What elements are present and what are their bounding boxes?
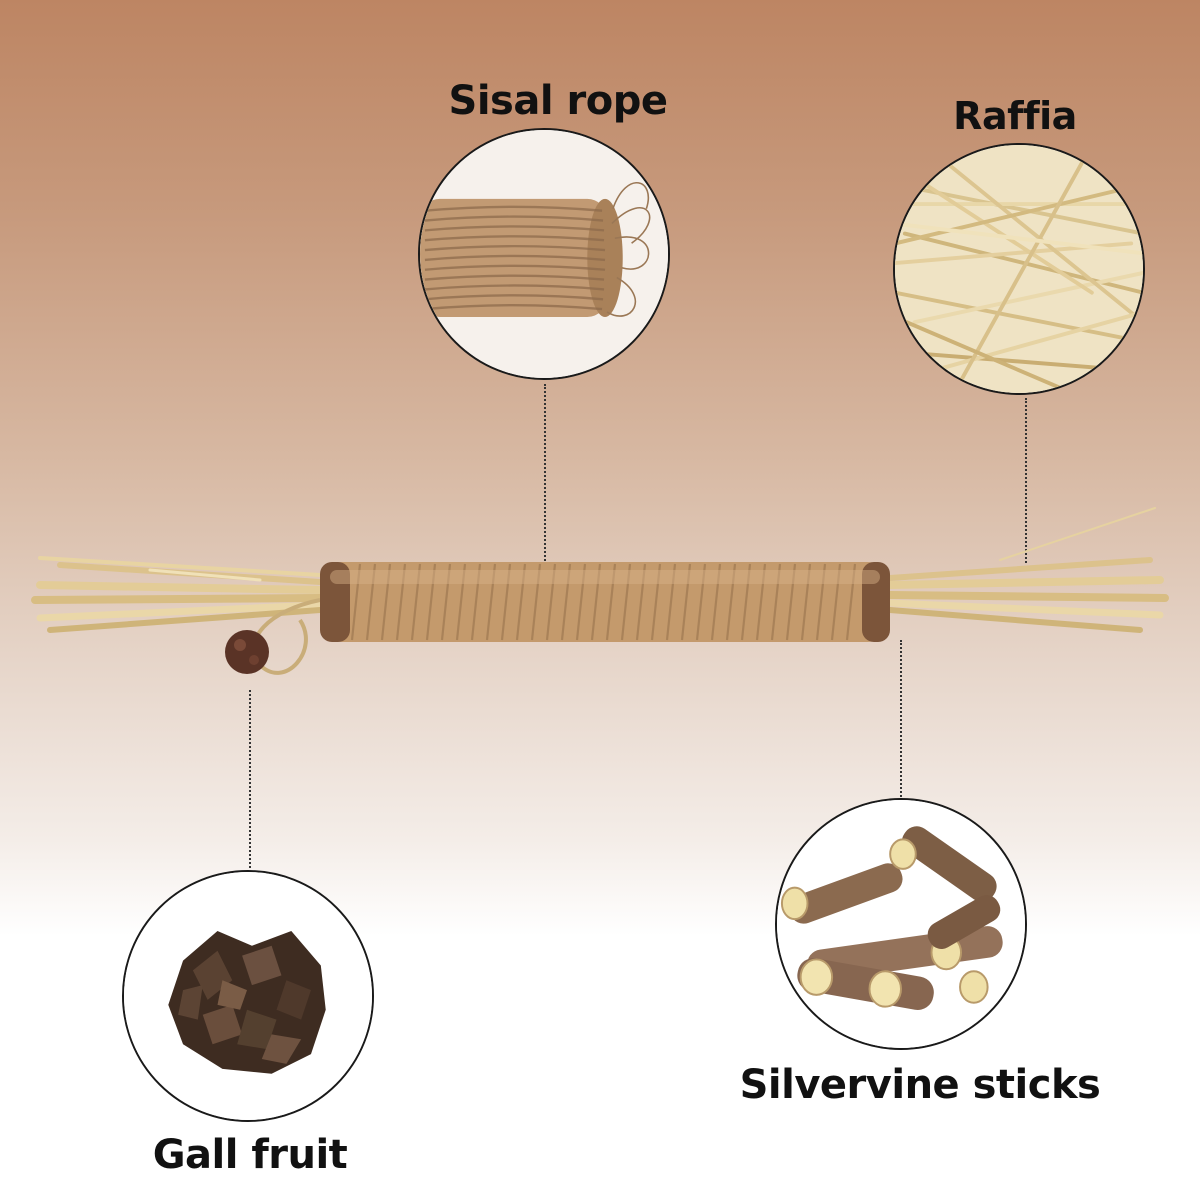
- raffia-leader-line: [1025, 398, 1027, 563]
- silvervine-sticks-label: Silvervine sticks: [739, 1062, 1101, 1108]
- gall-fruit-label: Gall fruit: [152, 1132, 348, 1178]
- raffia-photo: [893, 143, 1145, 395]
- catnip-stick-product-photo: [0, 490, 1200, 710]
- raffia-label: Raffia: [953, 94, 1077, 138]
- silvervine-sticks-photo: [775, 798, 1027, 1050]
- sisal-rope-photo: [418, 128, 670, 380]
- gall-fruit-leader-line: [249, 690, 251, 868]
- gall-fruit-photo: [122, 870, 374, 1122]
- sisal-rope-label: Sisal rope: [448, 78, 668, 124]
- sisal-rope-leader-line: [544, 384, 546, 564]
- silvervine-leader-line: [900, 640, 902, 800]
